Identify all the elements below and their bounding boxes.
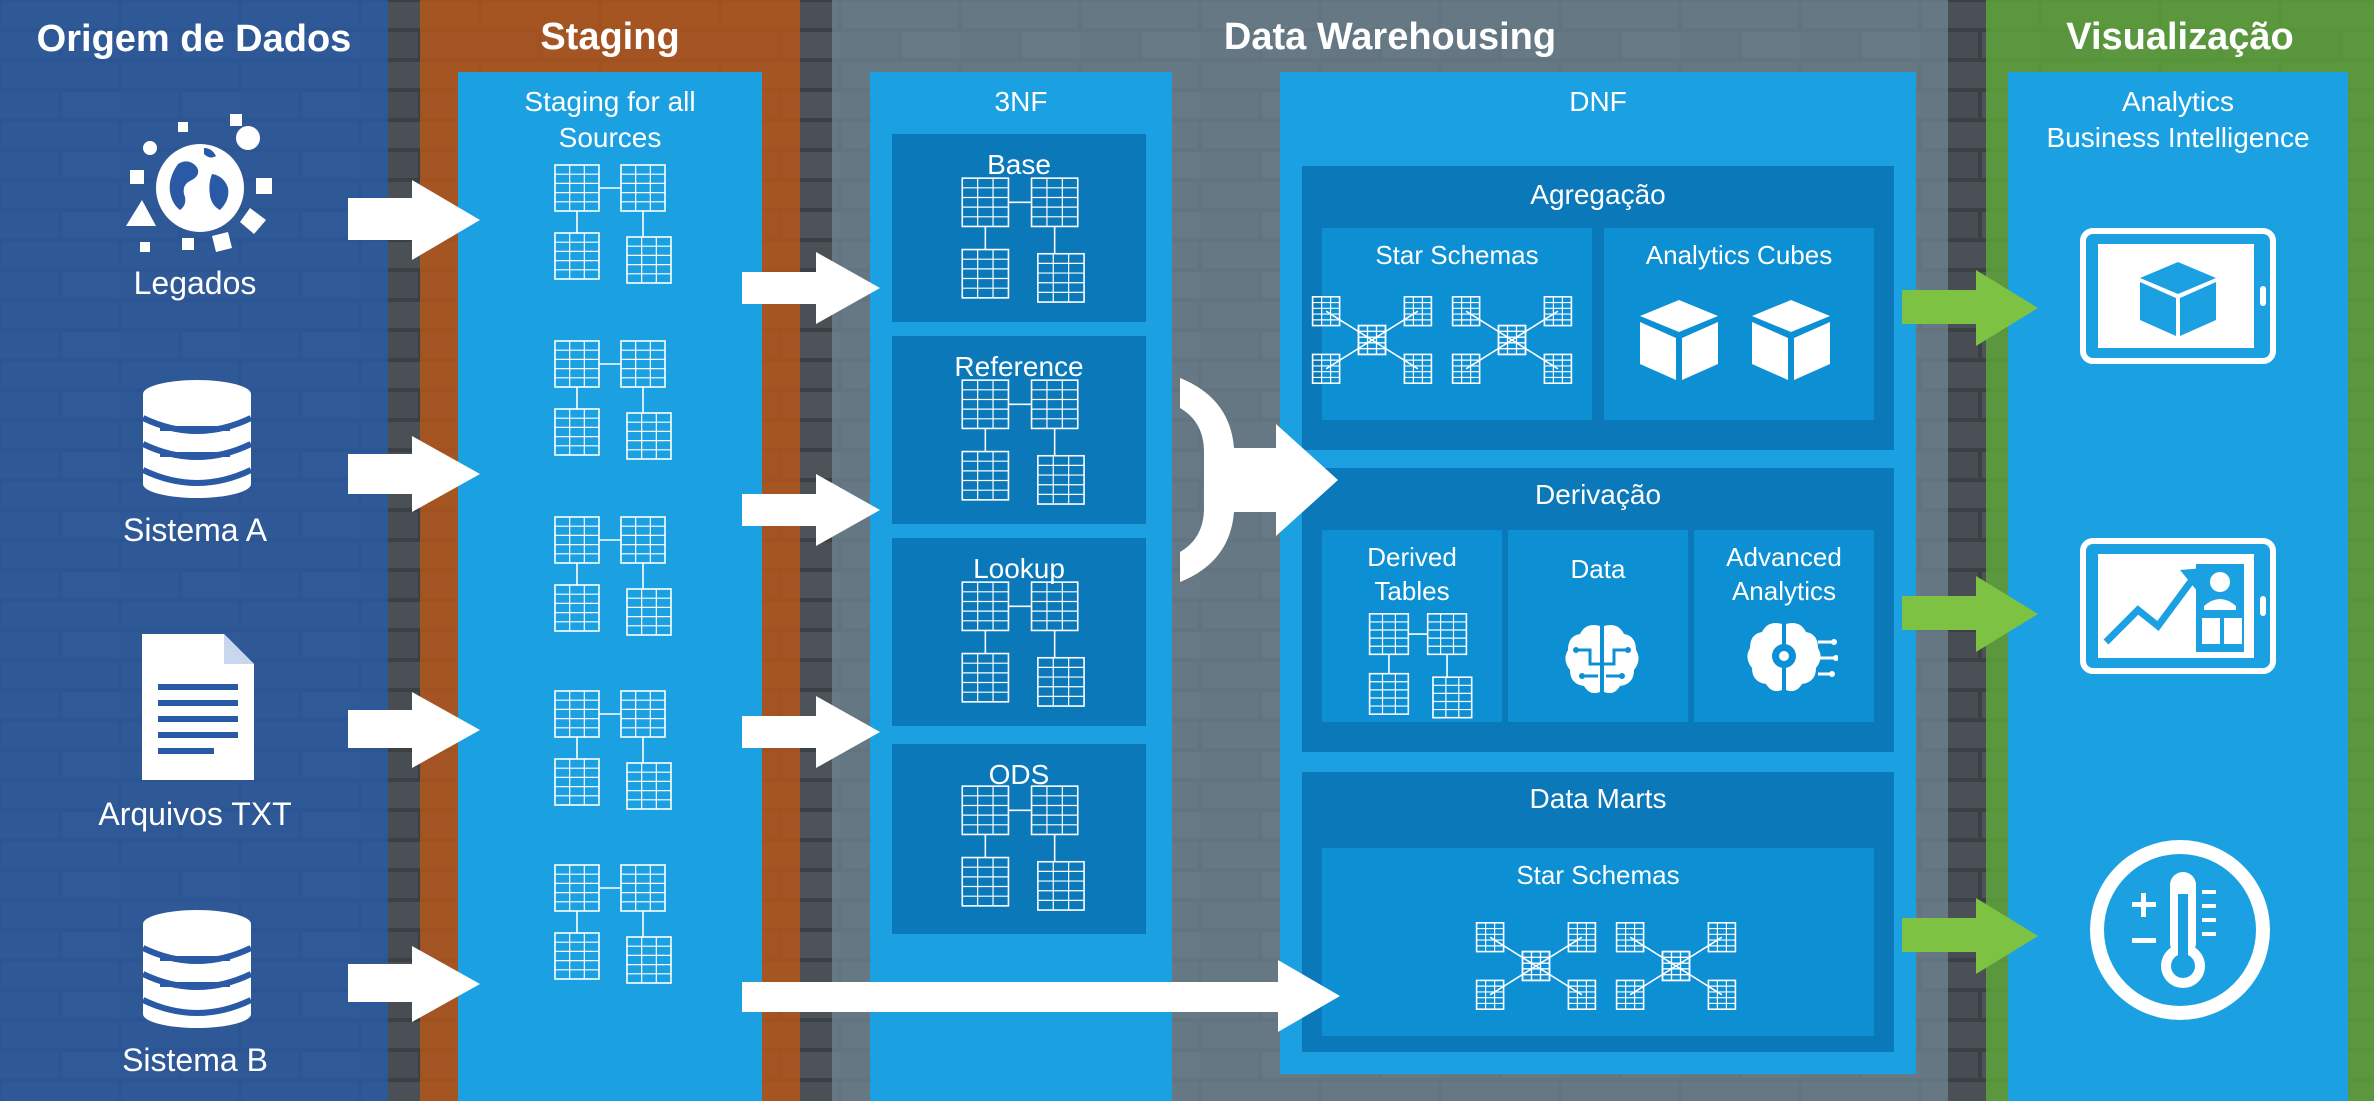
nf3-box-ods: ODS: [892, 744, 1146, 934]
aggregation-star-schemas-title: Star Schemas: [1375, 240, 1539, 270]
dnf-panel: DNF Agregação Star Schemas Analytics Cub…: [1280, 72, 1916, 1074]
database-icon: [141, 910, 253, 1028]
globe-shapes-icon: [126, 114, 272, 252]
brain-gear-icon: [1747, 623, 1838, 692]
source-label-system-a: Sistema A: [122, 512, 268, 548]
cube-icon: [1752, 300, 1830, 380]
derivation-derived-tables: Derived Tables: [1322, 530, 1502, 722]
dnf-data-marts-box: Data Marts Star Schemas: [1302, 772, 1894, 1052]
thermometer-gauge-icon: [2090, 840, 2270, 1020]
dnf-derivation-box: Derivação Derived Tables Data Advanced A…: [1302, 468, 1894, 752]
dnf-aggregation-title: Agregação: [1530, 179, 1666, 210]
nf3-box-lookup-title: Lookup: [973, 553, 1065, 584]
derivation-derived-tables-title: Derived Tables: [1367, 542, 1457, 606]
column-sources-title: Origem de Dados: [36, 18, 352, 60]
derivation-data-title: Data: [1570, 554, 1626, 584]
source-label-txt-files: Arquivos TXT: [98, 796, 292, 832]
nf3-box-ods-title: ODS: [988, 759, 1050, 790]
aggregation-analytics-cubes-title: Analytics Cubes: [1645, 240, 1833, 270]
nf3-box-reference: Reference: [892, 336, 1146, 524]
nf3-box-base: Base: [892, 134, 1146, 322]
column-visualization-title: Visualização: [2066, 16, 2294, 58]
document-icon: [142, 634, 254, 780]
tablet-chart-icon: [2080, 538, 2276, 674]
source-label-legacy: Legados: [133, 265, 257, 301]
tablet-cube-icon: [2080, 228, 2276, 364]
nf3-box-reference-title: Reference: [954, 351, 1084, 382]
derivation-advanced-analytics-title: Advanced Analytics: [1726, 542, 1842, 606]
staging-panel-title: Staging for all Sources: [524, 86, 696, 153]
column-staging-title: Staging: [540, 16, 680, 58]
nf3-box-base-title: Base: [987, 149, 1051, 180]
nf3-panel: 3NF Base Reference Lookup ODS: [870, 72, 1172, 1101]
source-label-system-b: Sistema B: [122, 1042, 268, 1078]
cube-icon: [1640, 300, 1718, 380]
dnf-panel-title: DNF: [1569, 86, 1627, 117]
dnf-derivation-title: Derivação: [1534, 479, 1662, 510]
database-icon: [141, 380, 253, 498]
brain-circuit-icon: [1565, 625, 1639, 694]
data-marts-star-schemas: Star Schemas: [1322, 848, 1874, 1036]
data-marts-star-schemas-title: Star Schemas: [1516, 860, 1680, 890]
nf3-panel-title: 3NF: [994, 86, 1048, 117]
aggregation-star-schemas: Star Schemas: [1322, 228, 1592, 420]
nf3-box-lookup: Lookup: [892, 538, 1146, 726]
column-warehouse-title: Data Warehousing: [1223, 16, 1557, 58]
visualization-panel-title: Analytics Business Intelligence: [2046, 86, 2310, 153]
staging-panel: Staging for all Sources: [458, 72, 762, 1101]
dnf-data-marts-title: Data Marts: [1529, 783, 1667, 814]
derivation-advanced-analytics: Advanced Analytics: [1694, 530, 1874, 722]
